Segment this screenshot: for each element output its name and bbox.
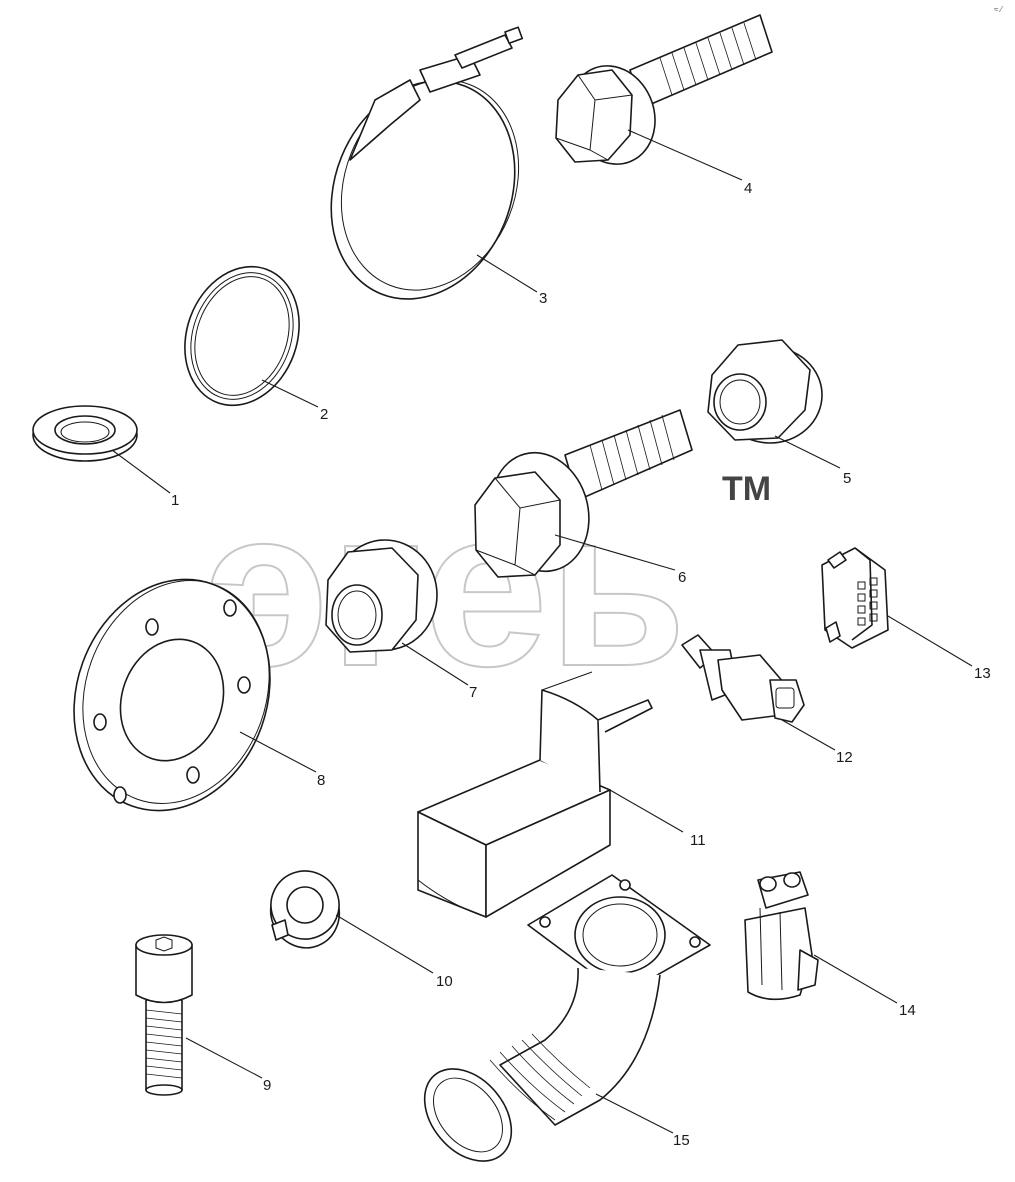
leader-lines (111, 129, 973, 1134)
watermark: эгеь TM (204, 460, 771, 714)
callout-7: 7 (469, 684, 477, 701)
part-10-split-lock-washer (269, 870, 341, 949)
callout-4: 4 (744, 180, 752, 197)
callout-5: 5 (843, 470, 851, 487)
part-12-sensor (681, 634, 805, 723)
watermark-trademark: TM (722, 470, 771, 508)
callouts: 1 2 3 4 5 6 7 8 9 10 11 12 13 14 15 (171, 180, 991, 1149)
part-8-flange-gasket (73, 578, 271, 812)
part-5-flange-nut (707, 339, 823, 444)
part-4-flange-bolt (555, 14, 773, 165)
part-15-elbow-pipe (423, 874, 711, 1162)
part-11-bracket-block (417, 671, 653, 918)
part-1-washer (32, 405, 138, 462)
callout-2: 2 (320, 406, 328, 423)
callout-13: 13 (974, 665, 991, 682)
callout-8: 8 (317, 772, 325, 789)
callout-12: 12 (836, 749, 853, 766)
callout-15: 15 (673, 1132, 690, 1149)
part-9-socket-head-screw (135, 934, 193, 1096)
part-3-hose-clamp (330, 26, 524, 300)
part-6-flange-bolt (474, 409, 693, 578)
callout-1: 1 (171, 492, 179, 509)
part-2-o-ring (184, 265, 300, 407)
callout-14: 14 (899, 1002, 916, 1019)
part-7-flange-nut (325, 539, 438, 653)
corner-mark: ≈ ⁄ (994, 5, 1004, 14)
callout-10: 10 (436, 973, 453, 990)
watermark-text: эгеь (205, 461, 686, 713)
callout-11: 11 (690, 832, 706, 849)
part-13-connector (821, 547, 889, 649)
part-14-connector (744, 871, 819, 1001)
callout-3: 3 (539, 290, 547, 307)
callout-9: 9 (263, 1077, 271, 1094)
callout-6: 6 (678, 569, 686, 586)
